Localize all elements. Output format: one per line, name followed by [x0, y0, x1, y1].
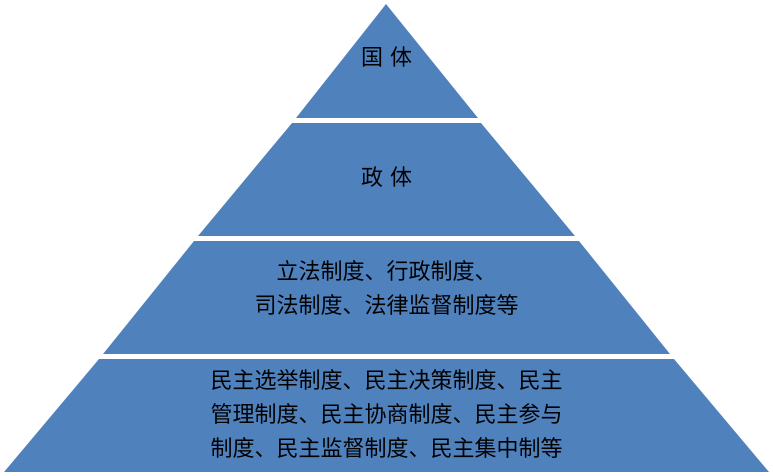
pyramid-tier-1-label: 国 体: [260, 42, 513, 76]
tier-1-line-1: 国 体: [361, 46, 412, 71]
pyramid-tier-3-shape: [103, 241, 670, 354]
pyramid-tier-2-shape: [198, 123, 575, 236]
pyramid-tier-4-label: 民主选举制度、民主决策制度、民主 管理制度、民主协商制度、民主参与 制度、民主监…: [120, 365, 653, 467]
tier-4-line-1: 民主选举制度、民主决策制度、民主: [210, 369, 563, 394]
tier-3-line-1: 立法制度、行政制度、: [276, 260, 497, 285]
pyramid-tier-1-shape: [296, 4, 478, 118]
tier-3-line-2: 司法制度、法律监督制度等: [254, 294, 519, 319]
tier-4-line-2: 管理制度、民主协商制度、民主参与: [210, 403, 563, 428]
pyramid-tier-2-label: 政 体: [240, 162, 533, 196]
pyramid-tier-3-label: 立法制度、行政制度、 司法制度、法律监督制度等: [180, 256, 593, 324]
tier-4-line-3: 制度、民主监督制度、民主集中制等: [210, 437, 563, 462]
pyramid-tier-4-shape: [4, 359, 769, 472]
tier-2-line-1: 政 体: [361, 166, 412, 191]
